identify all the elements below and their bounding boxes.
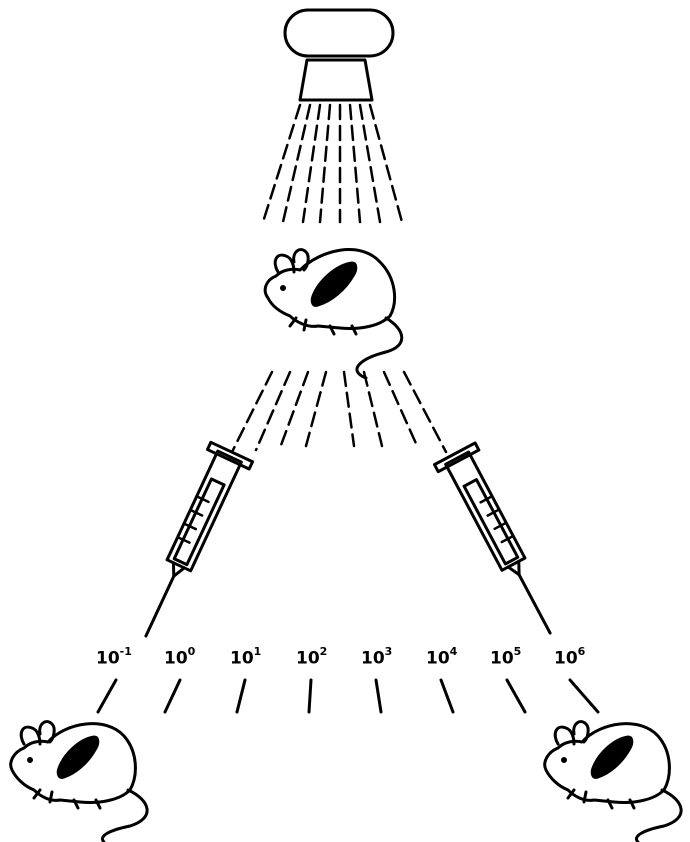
dilution-label-10-1: 101 [230,648,261,668]
mouse-to-syringe-lines [232,372,446,452]
aerosol-spray-lines [263,105,402,222]
dilution-label-10-minus-1: 10-1 [96,648,132,668]
dilution-label-10-4: 104 [426,648,457,668]
dilution-label-10-2: 102 [296,648,327,668]
test-mouse-left-icon [11,722,147,842]
dilution-label-10-6: 106 [554,648,585,668]
aerosol-sprayer-icon [285,10,393,100]
dilution-label-10-5: 105 [490,648,521,668]
dilution-label-10-3: 103 [361,648,392,668]
test-mouse-right-icon [545,722,681,842]
right-syringe-icon [434,443,570,644]
infected-mouse-icon [265,250,402,378]
dilution-lines [98,680,598,712]
dilution-label-10-0: 100 [164,648,195,668]
left-syringe-icon [125,442,252,645]
